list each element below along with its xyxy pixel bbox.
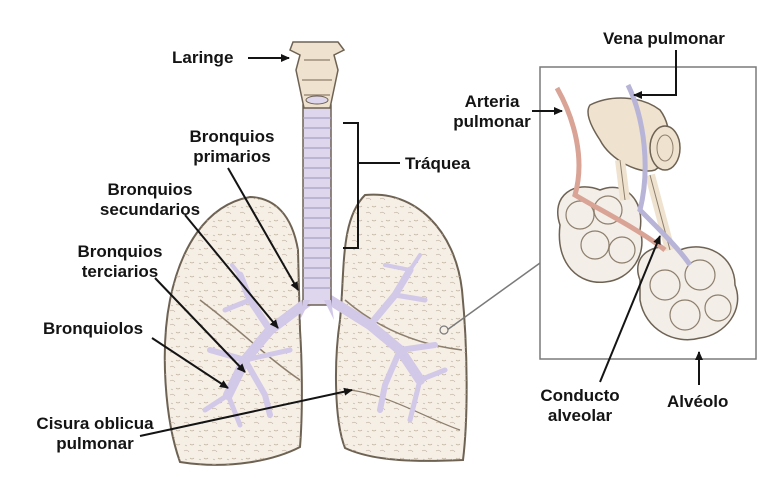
pulmonary-vein-vessel xyxy=(625,83,693,267)
left-lung xyxy=(163,195,303,466)
trachea xyxy=(300,104,334,320)
label-bronquios-primarios-line1: Bronquios xyxy=(189,127,275,146)
inset-connector xyxy=(446,262,541,331)
label-cisura-line1: Cisura oblicua xyxy=(36,414,154,433)
label-bronquios-primarios: Bronquios primarios xyxy=(172,127,292,167)
label-arteria-line1: Arteria xyxy=(464,92,520,111)
label-bronquios-secundarios: Bronquios secundarios xyxy=(86,180,214,220)
label-traquea: Tráquea xyxy=(405,154,471,173)
label-conducto-line1: Conducto xyxy=(540,386,620,405)
pulmonary-artery-vessel xyxy=(554,86,667,252)
label-alveolo: Alvéolo xyxy=(667,392,729,411)
bronchial-tree xyxy=(202,253,448,428)
label-bronquiolos: Bronquiolos xyxy=(43,319,144,338)
label-bronquios-terciarios: Bronquios terciarios xyxy=(66,242,174,282)
label-arteria-line2: pulmonar xyxy=(453,112,531,131)
label-bronquios-primarios-line2: primarios xyxy=(193,147,271,166)
label-cisura: Cisura oblicua pulmonar xyxy=(20,414,170,454)
label-conducto: Conducto alveolar xyxy=(533,386,627,426)
alveolar-detail xyxy=(554,83,739,341)
trachea-bracket xyxy=(343,122,359,249)
label-bronquios-secundarios-line2: secundarios xyxy=(99,200,201,219)
leader-lines xyxy=(139,50,703,437)
label-cisura-line2: pulmonar xyxy=(56,434,134,453)
larynx xyxy=(289,41,346,109)
right-lung xyxy=(334,193,468,462)
label-bronquios-terciarios-line1: Bronquios xyxy=(77,242,163,261)
label-conducto-line2: alveolar xyxy=(547,406,613,425)
label-laringe: Laringe xyxy=(172,48,234,67)
label-bronquios-terciarios-line2: terciarios xyxy=(81,262,159,281)
label-arteria: Arteria pulmonar xyxy=(446,92,538,132)
label-vena: Vena pulmonar xyxy=(603,29,725,48)
label-bronquios-secundarios-line1: Bronquios xyxy=(107,180,193,199)
